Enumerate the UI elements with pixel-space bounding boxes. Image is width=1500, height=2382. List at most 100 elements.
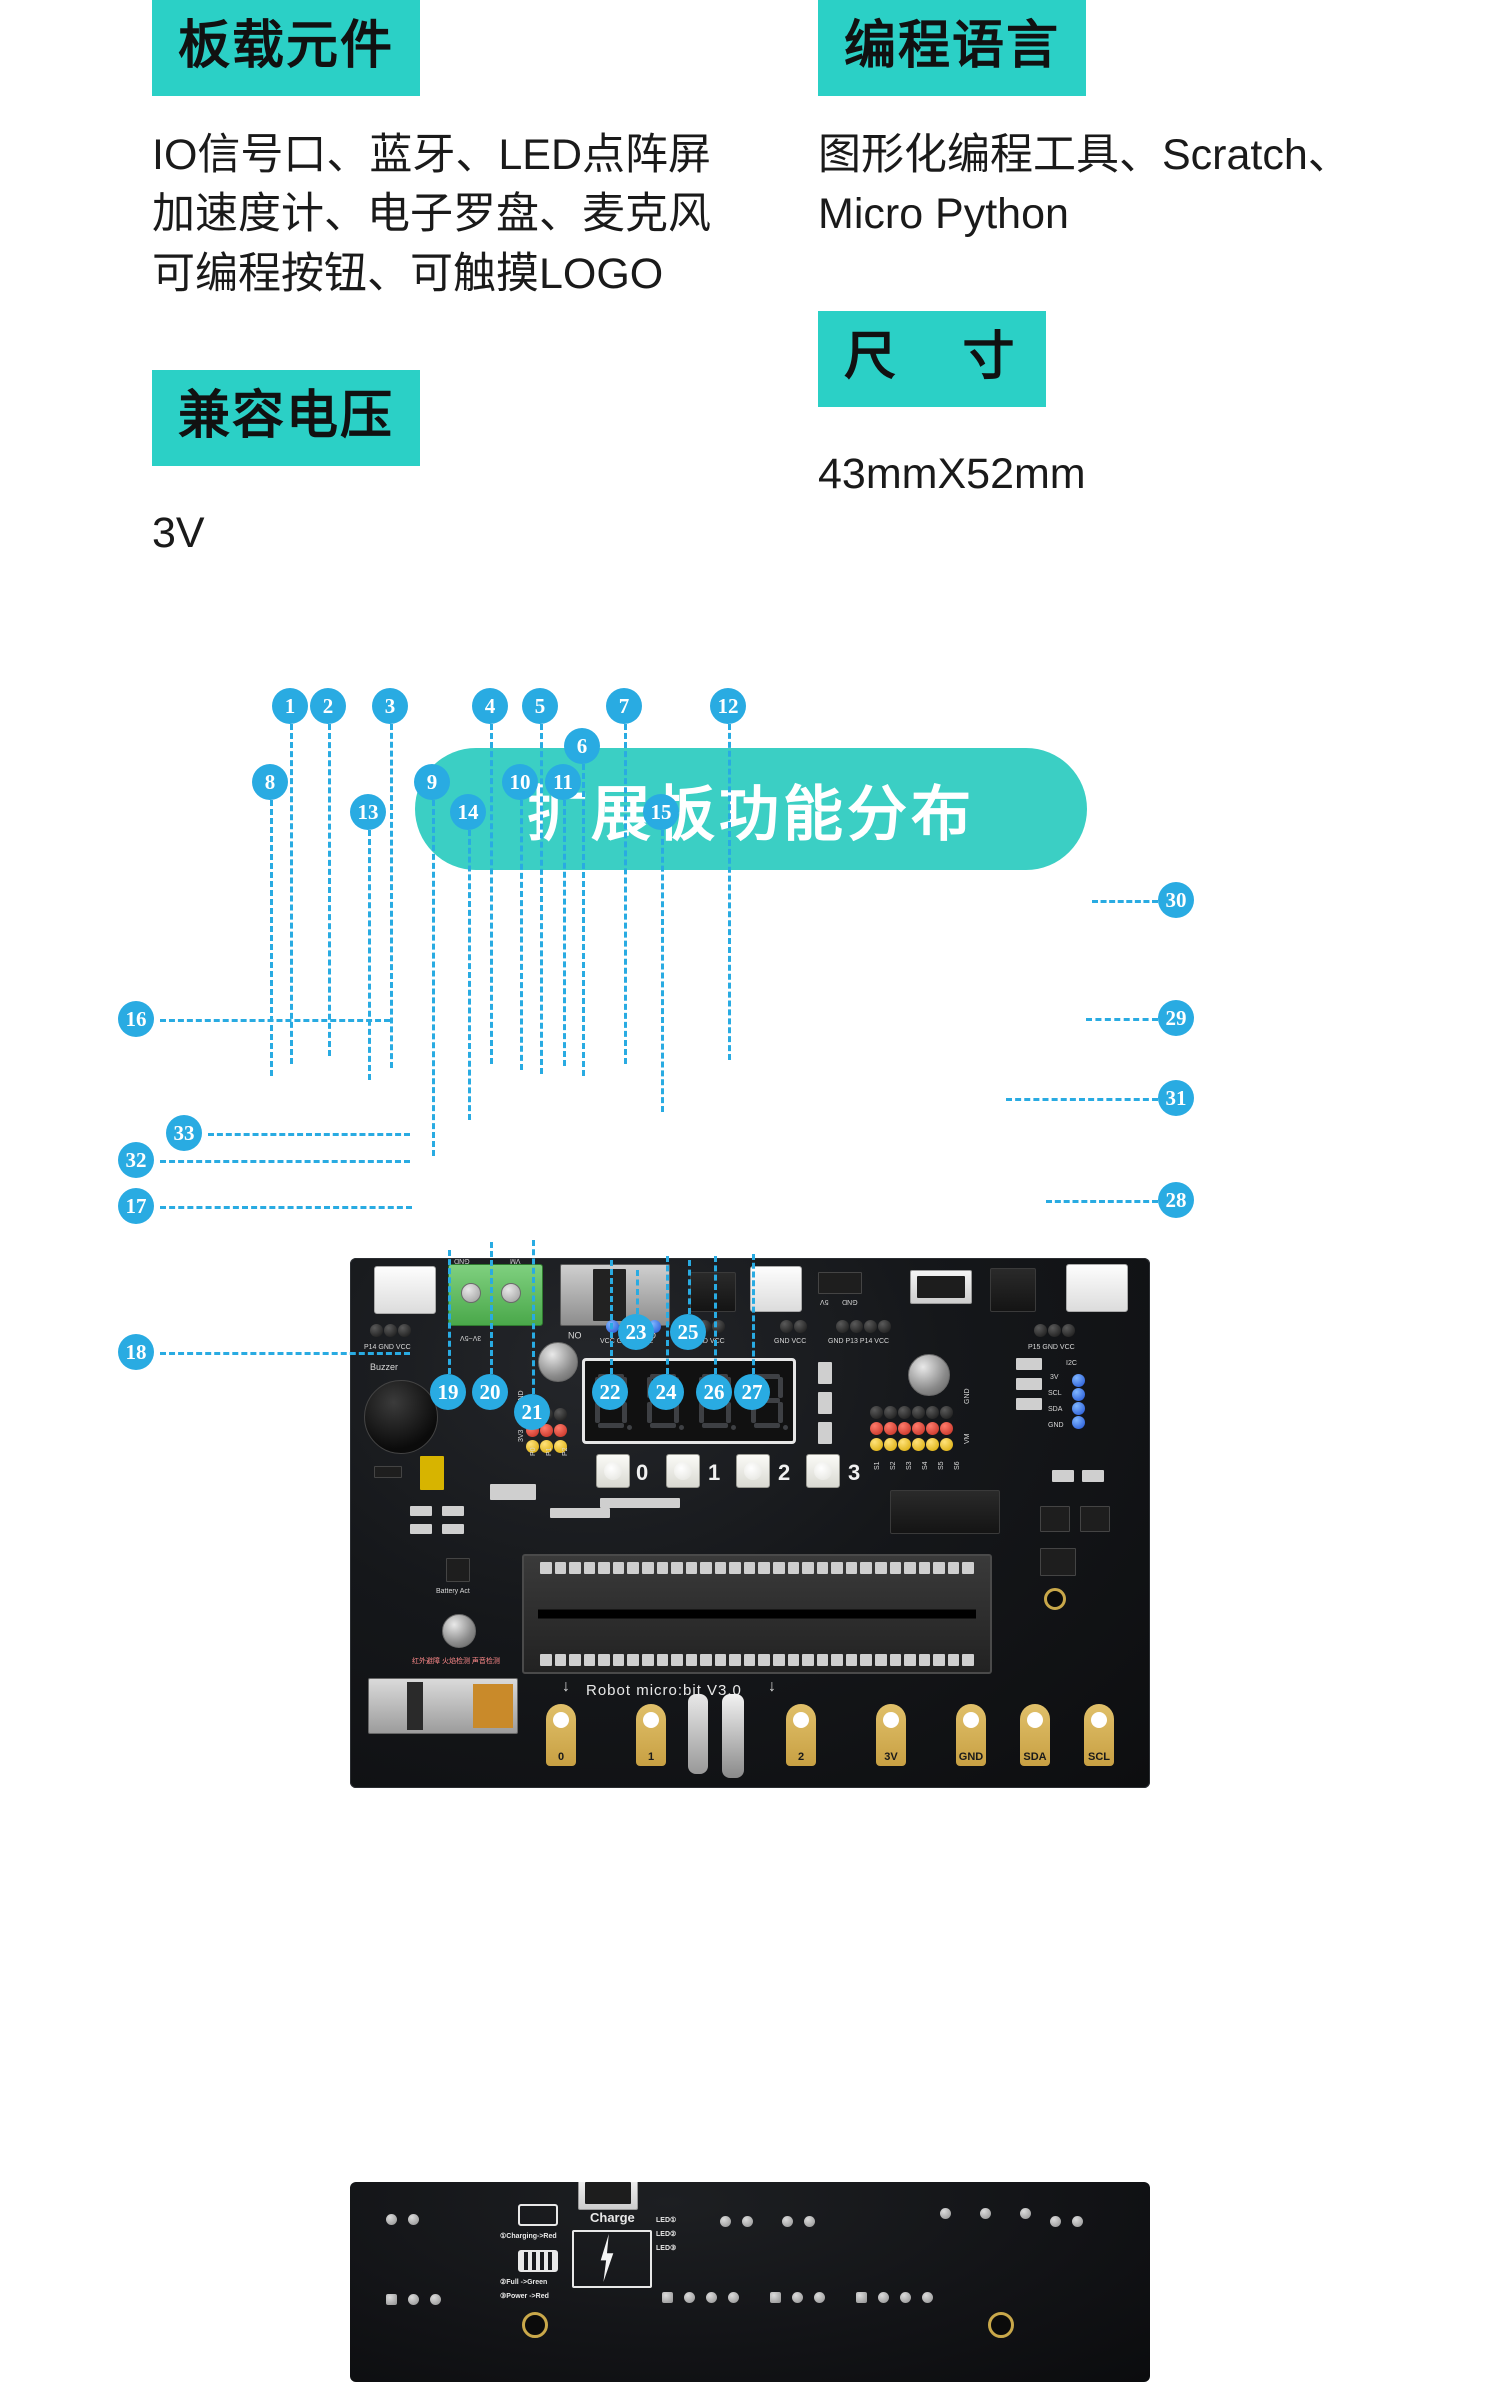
callout-8[interactable]: 8: [252, 764, 288, 800]
header-signal-row-left: [526, 1440, 567, 1453]
pad-label-3v: 3V: [884, 1751, 898, 1763]
via: [1050, 2216, 1061, 2227]
callout-23[interactable]: 23: [618, 1314, 654, 1350]
header-i2c: [1072, 1374, 1085, 1429]
callout-4[interactable]: 4: [472, 688, 508, 724]
via: [814, 2292, 825, 2303]
via: [408, 2214, 419, 2225]
silk-i2c-sda: SDA: [1048, 1406, 1063, 1413]
button-3[interactable]: [806, 1454, 840, 1488]
callout-22[interactable]: 22: [592, 1374, 628, 1410]
callout-2[interactable]: 2: [310, 688, 346, 724]
silk-battery-act: Battery Act: [436, 1588, 470, 1595]
ic-regulator-top: [690, 1272, 736, 1312]
leader-line: [563, 800, 566, 1066]
callout-14[interactable]: 14: [450, 794, 486, 830]
back-mounting-hole-left: [522, 2312, 548, 2338]
callout-29[interactable]: 29: [1158, 1000, 1194, 1036]
leader-line: [520, 800, 523, 1070]
callout-18[interactable]: 18: [118, 1334, 154, 1370]
spec-body-dimensions: 43mmX52mm: [818, 449, 1086, 498]
leader-line: [688, 1260, 691, 1314]
jst-connector-left: [374, 1266, 436, 1314]
back-label-led3: LED③: [656, 2245, 677, 2252]
button-1[interactable]: [666, 1454, 700, 1488]
arrow-left-marker: ↓: [562, 1678, 570, 1695]
silk-i2c-scl: SCL: [1048, 1390, 1062, 1397]
callout-11[interactable]: 11: [545, 764, 581, 800]
callout-7[interactable]: 7: [606, 688, 642, 724]
via: [1020, 2208, 1031, 2219]
silk-buzzer: Buzzer: [370, 1362, 399, 1372]
silk-i2c: I2C: [1066, 1360, 1077, 1367]
callout-31[interactable]: 31: [1158, 1080, 1194, 1116]
back-mounting-hole-right: [988, 2312, 1014, 2338]
smd-part: [1082, 1470, 1104, 1482]
callout-28[interactable]: 28: [1158, 1182, 1194, 1218]
silk-i2c-gnd: GND: [1048, 1422, 1064, 1429]
button-2[interactable]: [736, 1454, 770, 1488]
callout-1[interactable]: 1: [272, 688, 308, 724]
callout-17[interactable]: 17: [118, 1188, 154, 1224]
callout-12[interactable]: 12: [710, 688, 746, 724]
callout-15[interactable]: 15: [643, 794, 679, 830]
pad-label-1: 1: [647, 1751, 655, 1763]
leader-line: [752, 1254, 755, 1374]
smd-part: [1040, 1506, 1070, 1532]
header-gnd-vcc-right: [780, 1320, 807, 1333]
leader-line: [624, 724, 627, 1064]
via: [940, 2208, 951, 2219]
callout-30[interactable]: 30: [1158, 882, 1194, 918]
callout-overlay: 1 2 3 4 5 7 12 6 8 9 10 11 13 14 15 16 3…: [0, 688, 1500, 2060]
mounting-hole-right: [1044, 1588, 1066, 1610]
via: [804, 2216, 815, 2227]
callout-24[interactable]: 24: [648, 1374, 684, 1410]
header-servo-signal: [870, 1438, 953, 1451]
leader-line: [270, 800, 273, 1076]
header-servo-vm: [870, 1422, 953, 1435]
callout-26[interactable]: 26: [696, 1374, 732, 1410]
arrow-right-marker: ↓: [768, 1678, 776, 1695]
silk-p14-gnd-vcc: P14 GND VCC: [364, 1344, 411, 1351]
via: [684, 2292, 695, 2303]
callout-25[interactable]: 25: [670, 1314, 706, 1350]
callout-10[interactable]: 10: [502, 764, 538, 800]
via: [662, 2292, 673, 2303]
callout-5[interactable]: 5: [522, 688, 558, 724]
pad-label-sda: SDA: [1023, 1751, 1047, 1763]
callout-16[interactable]: 16: [118, 1001, 154, 1037]
callout-9[interactable]: 9: [414, 764, 450, 800]
via: [408, 2294, 419, 2305]
leader-line: [532, 1240, 535, 1394]
smd-part: [1016, 1358, 1042, 1370]
mode-slide-switch[interactable]: [368, 1678, 518, 1734]
leader-line: [328, 724, 331, 1056]
callout-33[interactable]: 33: [166, 1115, 202, 1151]
battery-icon-full: [518, 2250, 558, 2272]
smd-part: [410, 1524, 432, 1534]
silk-sensor-group: 红外避障 火焰检测 声音检测: [412, 1658, 500, 1665]
leader-line: [728, 724, 731, 1060]
callout-27[interactable]: 27: [734, 1374, 770, 1410]
callout-6[interactable]: 6: [564, 728, 600, 764]
button-0[interactable]: [596, 1454, 630, 1488]
leader-line: [1086, 1018, 1158, 1021]
micro-usb-port: [910, 1270, 972, 1304]
leader-line: [1092, 900, 1158, 903]
leader-line: [540, 724, 543, 1074]
callout-32[interactable]: 32: [118, 1142, 154, 1178]
callout-13[interactable]: 13: [350, 794, 386, 830]
header-gnd-p13-p14-vcc: [836, 1320, 891, 1333]
leader-line: [432, 800, 435, 1156]
spec-body-languages: 图形化编程工具、Scratch、 Micro Python: [818, 131, 1351, 239]
callout-20[interactable]: 20: [472, 1374, 508, 1410]
button-label-0: 0: [636, 1460, 649, 1485]
back-highlight-box: [572, 2230, 652, 2288]
leader-line: [160, 1019, 390, 1022]
callout-19[interactable]: 19: [430, 1374, 466, 1410]
button-label-2: 2: [778, 1460, 791, 1485]
spec-heading-voltage: 兼容电压: [152, 369, 421, 466]
spec-heading-languages: 编程语言: [818, 0, 1087, 96]
callout-21[interactable]: 21: [514, 1394, 550, 1430]
callout-3[interactable]: 3: [372, 688, 408, 724]
